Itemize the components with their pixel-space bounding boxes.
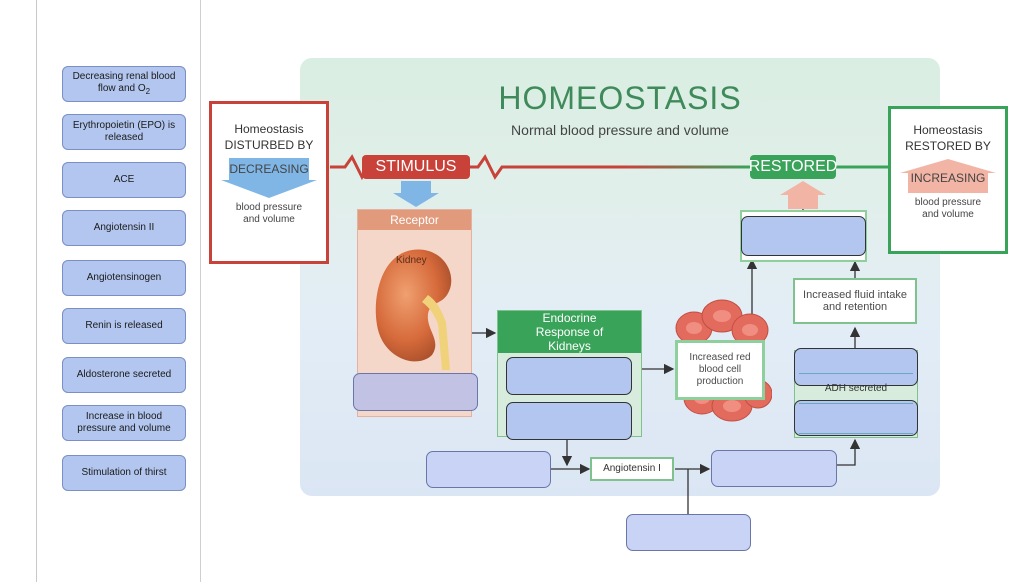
option-increase-blood-pressure[interactable]: Increase in blood pressure and volume [62,405,186,441]
restored-by-line1: Homeostasis [913,123,983,137]
option-label: Angiotensinogen [86,272,162,283]
endocrine-title: Endocrine Response of Kidneys [498,311,641,353]
option-angiotensinogen[interactable]: Angiotensinogen [62,260,186,296]
option-ace[interactable]: ACE [62,162,186,198]
decreasing-arrow: DECREASING [221,158,317,198]
restored-by-box: Homeostasis RESTORED BY INCREASING blood… [888,106,1008,254]
disturbed-box: Homeostasis DISTURBED BY DECREASING bloo… [209,101,329,264]
drop-zone-endocrine-2[interactable] [506,402,632,440]
decreasing-label: DECREASING [229,162,309,176]
drop-zone-adh-1[interactable] [794,348,918,386]
adh-label: ADH secreted [824,383,888,394]
option-label: Stimulation of thirst [81,467,167,478]
option-label: Aldosterone secreted [76,369,172,380]
option-label: Increase in blood pressure and volume [77,411,171,434]
divider [799,373,913,374]
receptor-title: Receptor [358,210,471,230]
option-label: Erythropoietin (EPO) is released [72,120,176,143]
increasing-label: INCREASING [910,171,986,185]
option-label: Renin is released [85,320,163,331]
option-label: Angiotensin II [93,222,155,233]
stimulus-down-arrow-icon [393,181,439,207]
angiotensin-i-box: Angiotensin I [590,457,674,481]
option-angiotensin-ii[interactable]: Angiotensin II [62,210,186,246]
divider [799,403,913,404]
option-epo-released[interactable]: Erythropoietin (EPO) is released [62,114,186,150]
kidney-icon [375,249,452,370]
kidney-label: Kidney [396,255,427,266]
restored-up-arrow-icon [780,181,826,209]
restored-by-body: blood pressure and volume [914,197,982,220]
divider [799,433,913,434]
option-stimulation-of-thirst[interactable]: Stimulation of thirst [62,455,186,491]
option-decreasing-renal-blood-flow[interactable]: Decreasing renal blood flow and O2 [62,66,186,102]
left-edge-line [36,0,37,582]
fluid-intake-box: Increased fluid intake and retention [793,278,917,324]
drop-zone-endocrine-1[interactable] [506,357,632,395]
blue-down-arrow-icon [221,158,317,198]
increasing-arrow: INCREASING [900,159,996,193]
drop-zone-below-angiotensin[interactable] [626,514,751,551]
disturbed-body: blood pressure and volume [235,202,303,225]
option-label: Decreasing renal blood flow and O2 [72,70,176,96]
restored-label: RESTORED [749,155,837,179]
drop-zone-restored[interactable] [741,216,866,256]
rbc-production-box: Increased red blood cell production [675,340,765,400]
diagram-title: HOMEOSTASIS [498,80,742,116]
restored-by-line2: RESTORED BY [905,139,991,153]
drop-zone-bottom-right[interactable] [711,450,837,487]
diagram-subtitle: Normal blood pressure and volume [511,122,729,138]
drop-zone-bottom-left[interactable] [426,451,551,488]
drop-zone-adh-2[interactable] [794,400,918,436]
pink-up-arrow-icon [900,159,996,193]
option-aldosterone-secreted[interactable]: Aldosterone secreted [62,357,186,393]
drop-zone-receptor[interactable] [353,373,478,411]
option-label: ACE [113,174,135,185]
disturbed-line1: Homeostasis [234,122,304,136]
stimulus-label: STIMULUS [362,155,470,179]
disturbed-line2: DISTURBED BY [224,138,314,152]
option-renin-released[interactable]: Renin is released [62,308,186,344]
